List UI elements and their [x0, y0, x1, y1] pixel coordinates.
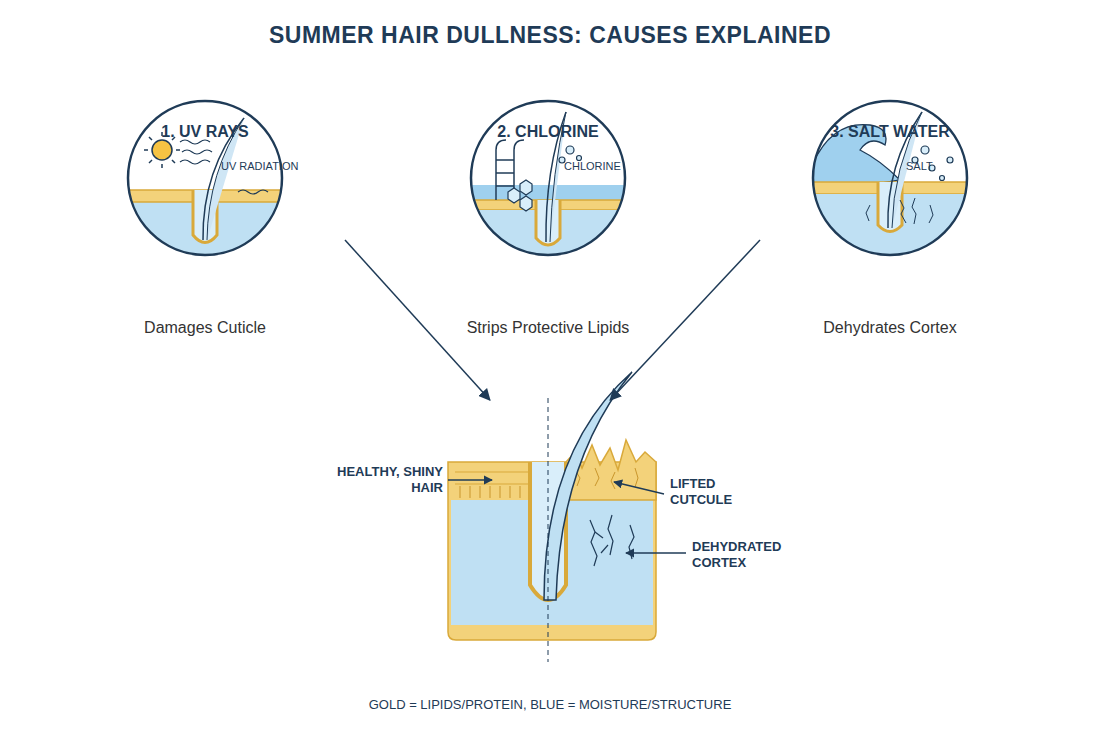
agent-label: SALT — [906, 160, 1006, 174]
callout-label: DEHYDRATED CORTEX — [692, 539, 792, 572]
sea-scene — [810, 112, 970, 264]
effect-caption: Strips Protective Lipids — [418, 318, 678, 338]
agent-label: CHLORINE — [564, 160, 664, 174]
cause-circle: 1. UV RAYSUV RADIATIONDamages Cuticle — [125, 100, 285, 350]
diagram-title: SUMMER HAIR DULLNESS: CAUSES EXPLAINED — [0, 22, 1100, 49]
effect-caption: Damages Cuticle — [75, 318, 335, 338]
cause-heading: 2. CHLORINE — [468, 122, 628, 142]
cause-arrow — [610, 240, 760, 400]
agent-label: UV RADIATION — [221, 160, 321, 174]
hair-cross-section — [448, 372, 686, 662]
color-key-caption: GOLD = LIPIDS/PROTEIN, BLUE = MOISTURE/S… — [0, 697, 1100, 712]
cause-heading: 3. SALT WATER — [810, 122, 970, 142]
callout-label: LIFTED CUTCULE — [670, 476, 770, 509]
uv-scene — [120, 118, 290, 265]
cause-circle: 2. CHLORINECHLORINEStrips Protective Lip… — [468, 100, 628, 350]
cause-heading: 1. UV RAYS — [125, 122, 285, 142]
callout-label: HEALTHY, SHINY HAIR — [318, 464, 443, 497]
effect-caption: Dehydrates Cortex — [760, 318, 1020, 338]
cause-circle: 3. SALT WATERSALTDehydrates Cortex — [810, 100, 970, 350]
hair-section: HEALTHY, SHINY HAIRLIFTED CUTCULEDEHYDRA… — [300, 400, 770, 662]
